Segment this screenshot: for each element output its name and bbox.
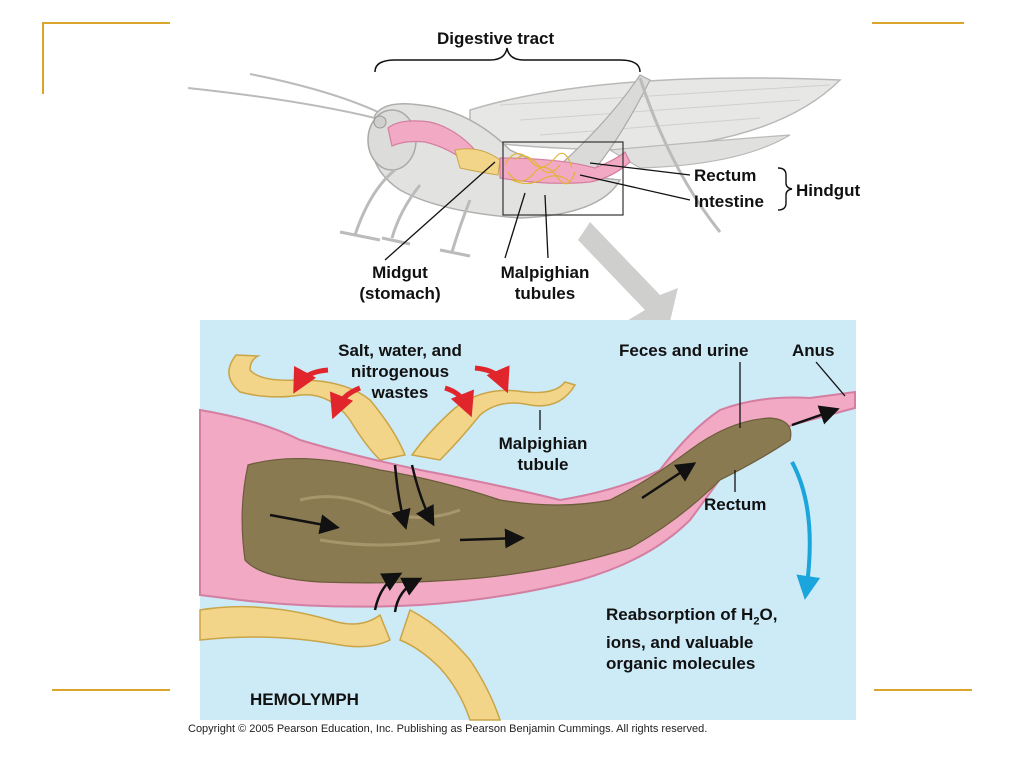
label-reabsorption-line1: Reabsorption of H2O,: [606, 604, 777, 632]
label-intestine: Intestine: [694, 192, 764, 211]
label-reabsorption-suffix: O,: [759, 605, 778, 624]
frame-bottom-right-horizontal: [874, 689, 972, 691]
label-reabsorption-prefix: Reabsorption of H: [606, 605, 754, 624]
label-reabsorption: Reabsorption of H2O, ions, and valuable …: [606, 604, 777, 674]
digestive-tract-brace: [374, 47, 641, 73]
label-reabsorption-sub: 2: [753, 615, 760, 628]
top-leader-lines: [384, 161, 691, 261]
frame-top-left-vertical: [42, 22, 44, 94]
label-salt-line1: Salt, water, and: [338, 341, 462, 360]
label-rectum-detail: Rectum: [704, 495, 767, 514]
hindgut-brace: [777, 167, 793, 211]
label-malpighian-tubule: Malpighian tubule: [485, 433, 601, 475]
label-midgut-line1: Midgut: [372, 263, 428, 282]
label-rectum-top: Rectum: [694, 166, 757, 185]
label-salt-line2: nitrogenous: [350, 362, 450, 381]
label-hindgut: Hindgut: [796, 181, 861, 200]
label-malpighian-line2: tubules: [514, 284, 576, 303]
frame-top-left-horizontal: [42, 22, 170, 24]
detail-illustration: [199, 354, 856, 721]
label-malpighian-line1: Malpighian: [500, 263, 590, 282]
copyright-notice: Copyright © 2005 Pearson Education, Inc.…: [188, 723, 708, 735]
label-tubule-line1: Malpighian: [498, 434, 588, 453]
label-midgut-line2: (stomach): [359, 284, 441, 303]
label-tubule-line2: tubule: [517, 455, 569, 474]
detail-leader-lines: [539, 361, 846, 492]
label-midgut: Midgut (stomach): [340, 262, 460, 304]
label-salt-water-wastes: Salt, water, and nitrogenous wastes: [320, 340, 480, 403]
label-anus: Anus: [792, 341, 835, 360]
label-feces-urine: Feces and urine: [619, 341, 749, 360]
label-digestive-tract: Digestive tract: [437, 29, 555, 48]
label-reabsorption-line2: ions, and valuable: [606, 633, 754, 653]
frame-bottom-left-horizontal: [52, 689, 170, 691]
grasshopper-illustration: [187, 73, 842, 330]
label-salt-line3: wastes: [371, 383, 429, 402]
label-malpighian-tubules: Malpighian tubules: [483, 262, 607, 304]
frame-top-right-horizontal: [872, 22, 964, 24]
label-hemolymph: HEMOLYMPH: [250, 690, 359, 709]
label-reabsorption-line3: organic molecules: [606, 654, 756, 674]
